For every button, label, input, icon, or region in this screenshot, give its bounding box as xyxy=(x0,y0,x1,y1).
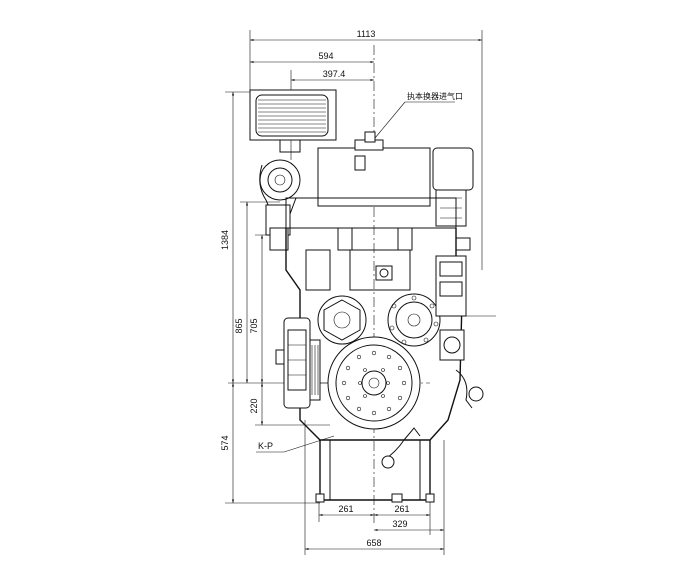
dim-220: 220 xyxy=(249,383,330,426)
dim-574: 574 xyxy=(220,383,320,504)
dim-574-label: 574 xyxy=(220,435,230,450)
callout-air-inlet-label: 执本换器进气口 xyxy=(407,91,463,101)
callout-air-inlet: 执本换器进气口 xyxy=(374,91,463,139)
right-accessory-gear xyxy=(387,293,441,347)
left-oil-filter xyxy=(275,317,321,409)
dim-bottom-658: 658 xyxy=(304,420,444,555)
dim-594: 594 xyxy=(250,51,374,64)
rocker-cover xyxy=(285,131,457,251)
callout-kp-label: K-P xyxy=(258,441,273,451)
dim-594-label: 594 xyxy=(318,51,333,61)
dim-1384-label: 1384 xyxy=(220,230,230,250)
dim-865: 865 xyxy=(234,201,280,383)
right-filter-housing xyxy=(432,147,474,251)
dim-261-right-label: 261 xyxy=(394,504,409,514)
right-pump-assembly xyxy=(435,255,496,409)
dim-329-label: 329 xyxy=(392,519,407,529)
dim-865-label: 865 xyxy=(234,318,244,333)
left-accessory-gear xyxy=(317,295,367,345)
callout-kp: K-P xyxy=(256,435,335,453)
dim-1113-label: 1113 xyxy=(357,29,376,39)
turbocharger xyxy=(259,159,301,251)
dim-261-left-label: 261 xyxy=(338,504,353,514)
charge-air-cooler xyxy=(249,89,337,153)
dim-397-label: 397.4 xyxy=(323,69,346,79)
dim-705-label: 705 xyxy=(249,318,259,333)
dim-658-label: 658 xyxy=(366,538,381,548)
oil-sump xyxy=(315,427,435,503)
dim-bottom-329: 329 xyxy=(374,440,445,555)
dim-220-label: 220 xyxy=(249,398,259,413)
crankshaft-damper xyxy=(327,336,421,430)
